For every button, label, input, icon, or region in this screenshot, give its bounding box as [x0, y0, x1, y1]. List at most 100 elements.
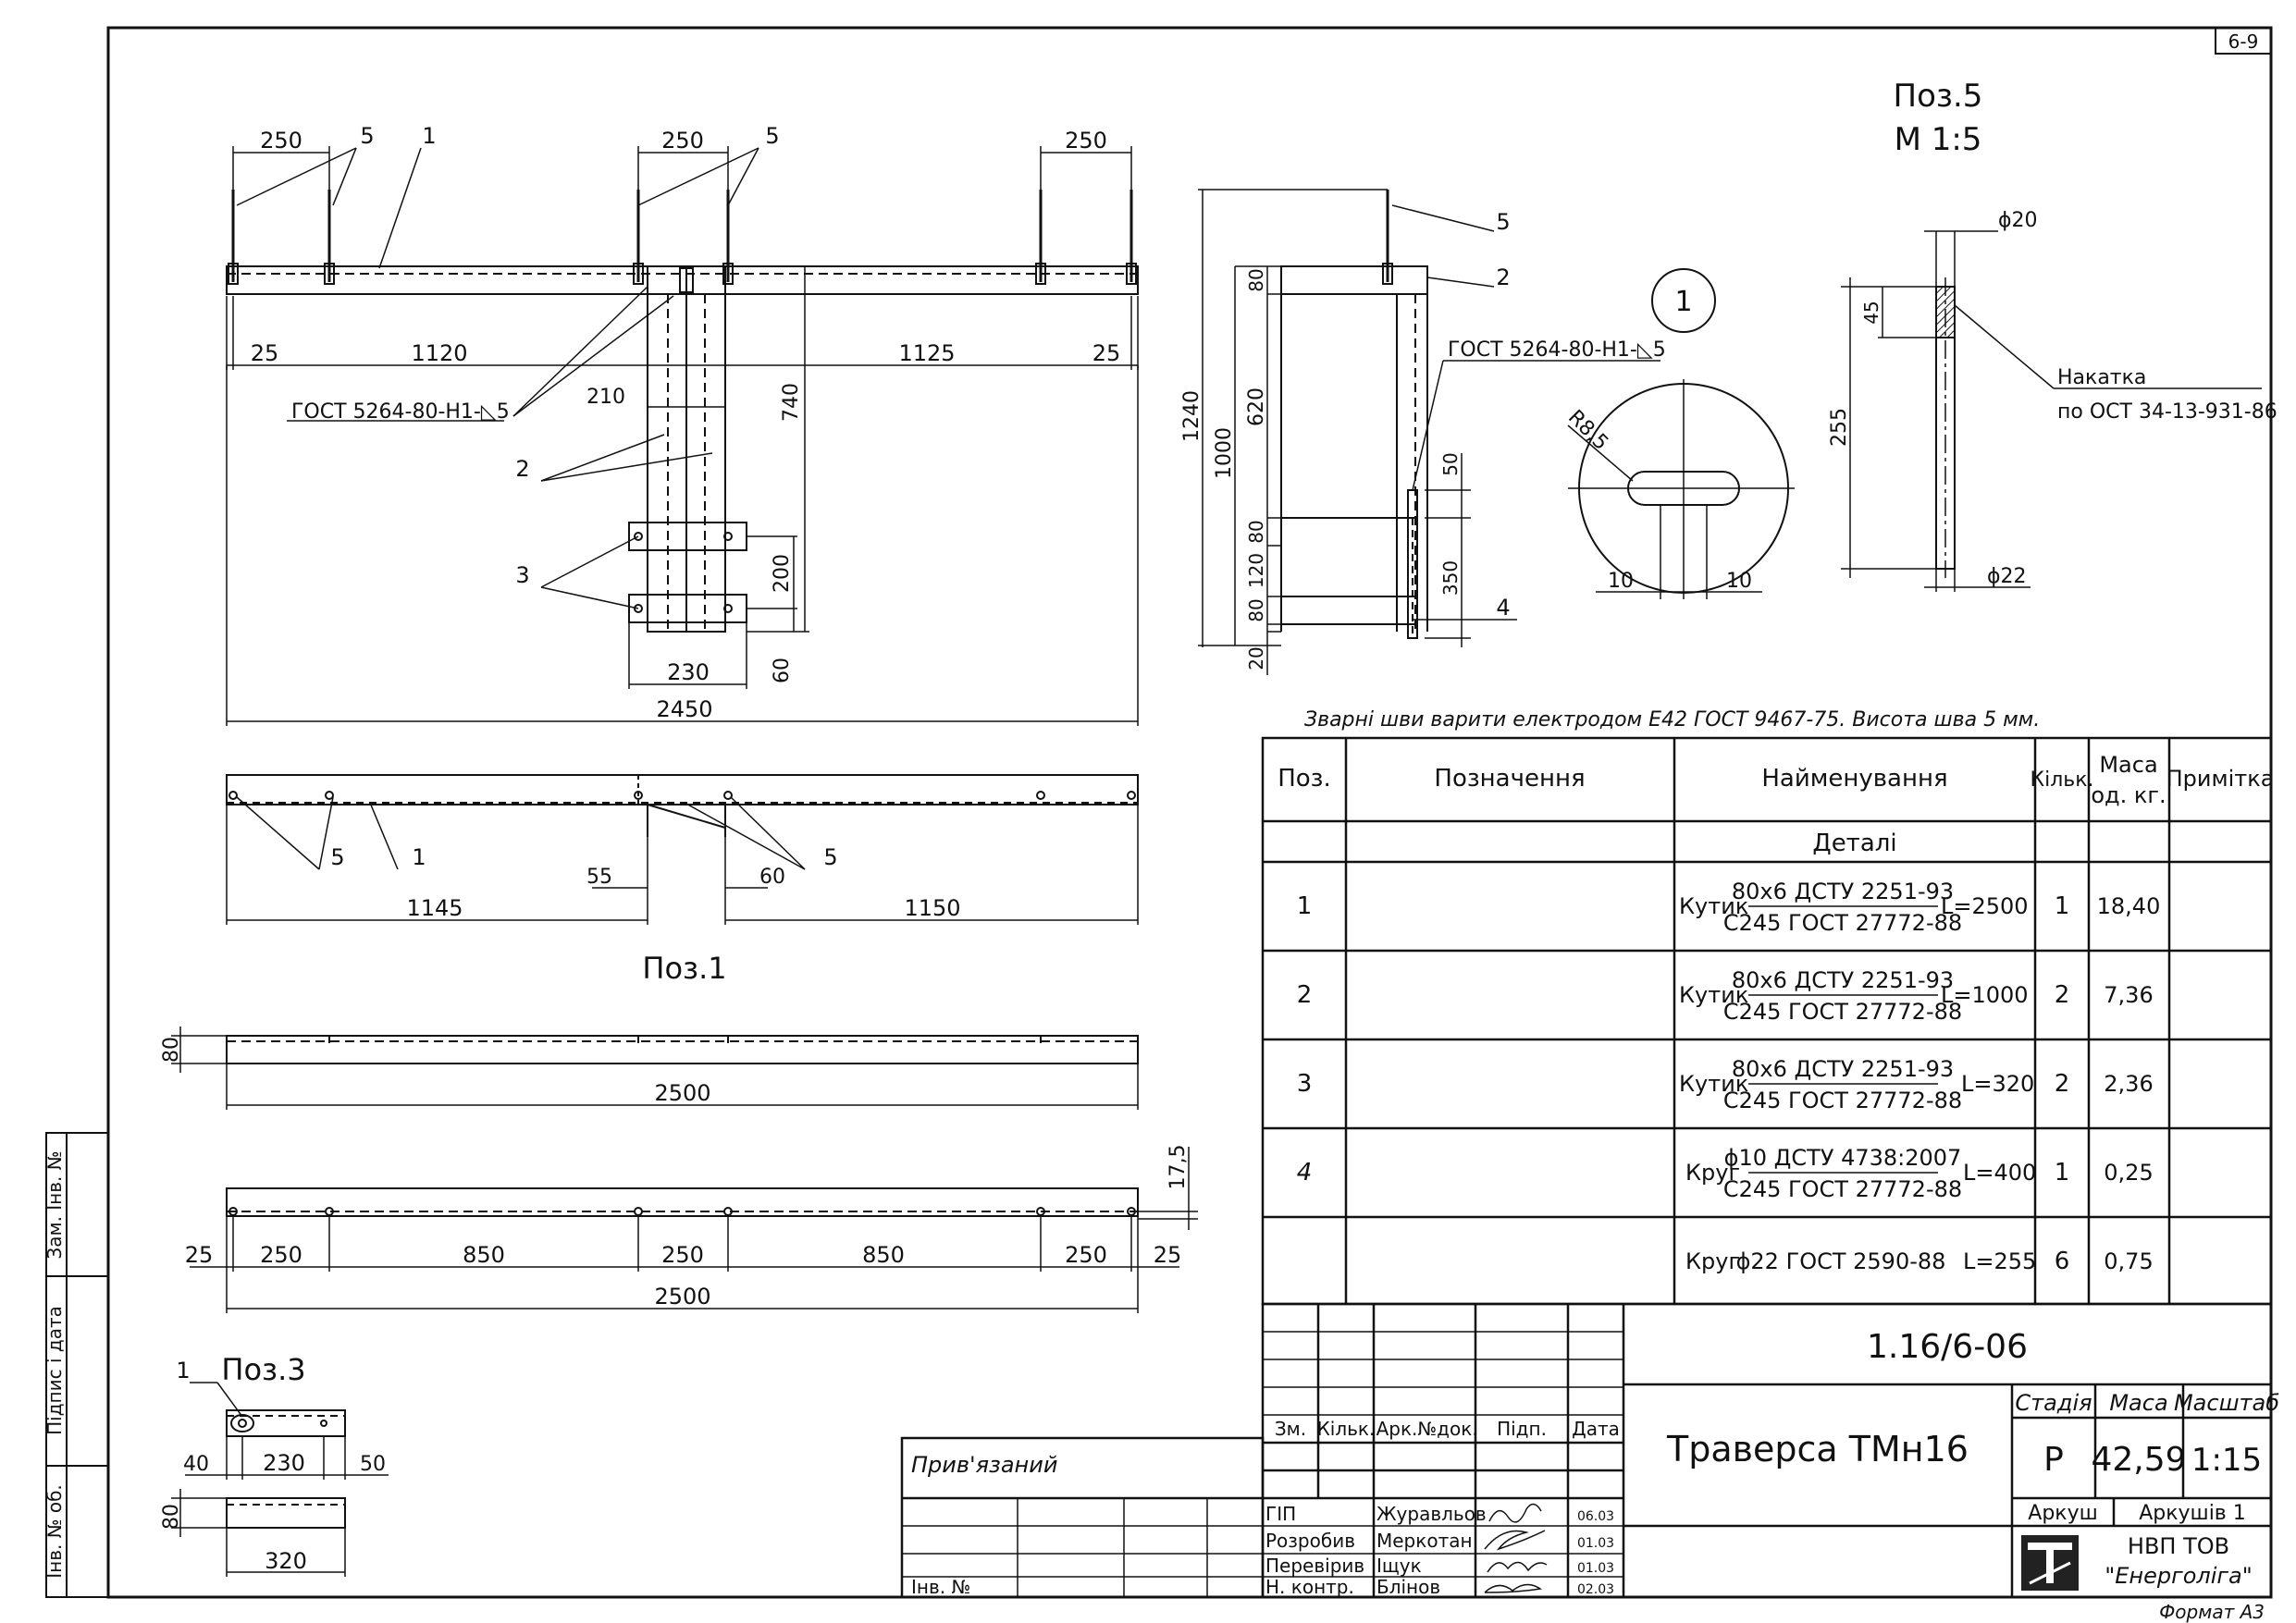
spec-row-mass: 0,25: [2104, 1160, 2153, 1186]
dim-1125: 1125: [898, 340, 955, 366]
pos5-label: Поз.5: [1894, 78, 1983, 115]
spec-row-pos: 1: [1297, 892, 1313, 920]
dim-55: 55: [586, 866, 612, 889]
spec-row-kind: Круг: [1685, 1160, 1740, 1186]
stage-label: Стадія: [2015, 1390, 2092, 1416]
pos1-strip-a: [226, 1035, 1139, 1064]
person-date: 01.03: [1577, 1561, 1614, 1576]
side-weld-note: ГОСТ 5264-80-Н1-◺5: [1448, 338, 1666, 362]
detail1-label: 1: [1674, 286, 1692, 318]
person-row-3: Перевірив Іщук 01.03: [1265, 1555, 1614, 1577]
spec-section-details: Деталі: [1812, 830, 1896, 857]
callout-5-plan-right: 5: [823, 844, 837, 870]
col-data: Дата: [1572, 1418, 1620, 1440]
col-ndok: №док.: [1417, 1418, 1477, 1440]
col-zm: Зм.: [1275, 1418, 1306, 1440]
dim-b250-b: 250: [661, 1242, 704, 1268]
pos3-dim-40: 40: [183, 1453, 209, 1476]
pos1-plan-dimensions: [226, 796, 1139, 925]
person-date: 01.03: [1577, 1536, 1614, 1551]
strip-a-dims: [171, 1027, 1139, 1110]
spec-row-mass: 7,36: [2104, 982, 2153, 1008]
side-callout-4: 4: [1496, 595, 1510, 621]
spec-row-4: 4 Круг ϕ10 ДСТУ 4738:2007 С245 ГОСТ 2777…: [1297, 1145, 2154, 1202]
dim-1240: 1240: [1180, 390, 1204, 442]
dim-2500-strip-b: 2500: [654, 1284, 710, 1309]
spec-header-pos: Поз.: [1278, 765, 1331, 793]
dim-b850-a: 850: [463, 1242, 505, 1268]
spec-header-note: Примітка: [2166, 766, 2275, 792]
pos5-dim-255: 255: [1828, 408, 1851, 447]
spec-row-kind: Кутик: [1679, 982, 1748, 1008]
signature-4: [1484, 1583, 1543, 1593]
side-view-dims: [1198, 189, 1660, 675]
stage-value: Р: [2043, 1441, 2064, 1479]
dim-1120: 1120: [411, 340, 467, 366]
pos1-label: Поз.1: [642, 951, 726, 986]
signature-1: [1488, 1503, 1542, 1523]
dim-80-strip: 80: [160, 1037, 183, 1063]
spec-row-qty: 1: [2055, 1159, 2070, 1187]
spec-row-pos: 2: [1297, 981, 1313, 1009]
mass-value: 42,59: [2091, 1441, 2186, 1479]
pos5-dims: [1841, 230, 2262, 592]
dim-b250-c: 250: [1065, 1242, 1107, 1268]
dim-1145: 1145: [406, 895, 463, 921]
person-role: Розробив: [1265, 1530, 1355, 1552]
person-date: 06.03: [1577, 1509, 1614, 1524]
strip-b-dims: [190, 1147, 1198, 1313]
spec-row-mass: 0,75: [2104, 1248, 2153, 1274]
signature-3: [1487, 1561, 1548, 1573]
detail1-view: [1567, 268, 1795, 599]
person-role: Н. контр.: [1265, 1576, 1354, 1598]
spec-row-bot: С245 ГОСТ 27772-88: [1723, 1176, 1962, 1202]
pos3-dim-50: 50: [360, 1453, 386, 1476]
pos5-scale: М 1:5: [1895, 121, 1982, 158]
weld-note-front: ГОСТ 5264-80-Н1-◺5: [291, 400, 510, 424]
person-name: Меркотан: [1376, 1530, 1473, 1552]
signature-2: [1484, 1530, 1546, 1551]
dim-25-left: 25: [251, 340, 279, 366]
spec-row-top: 80х6 ДСТУ 2251-93: [1732, 879, 1954, 904]
callout-5-left: 5: [360, 123, 374, 149]
spec-row-qty: 2: [2055, 981, 2070, 1009]
spec-row-qty: 2: [2055, 1070, 2070, 1098]
person-date: 02.03: [1577, 1582, 1614, 1597]
callout-1-top: 1: [422, 123, 436, 149]
side-label-sign-date: Підпис і дата: [43, 1306, 66, 1435]
callout-5-plan-left: 5: [330, 844, 344, 870]
side-callout-5: 5: [1496, 209, 1510, 235]
pos1-plan-view: [226, 774, 1139, 837]
spec-row-bot: С245 ГОСТ 27772-88: [1723, 999, 1962, 1025]
company-line-2: "Енерголіга": [2105, 1563, 2253, 1589]
dim-80-side-a: 80: [1245, 268, 1267, 291]
side-view: [1280, 190, 1428, 639]
spec-row-top: ϕ10 ДСТУ 4738:2007: [1724, 1145, 1962, 1171]
title-block-grid: [900, 1302, 2273, 1599]
col-ark: Арк.: [1376, 1418, 1418, 1440]
spec-row-top: ϕ22 ГОСТ 2590-88: [1736, 1248, 1946, 1274]
weld-instruction: Зварні шви варити електродом Е42 ГОСТ 94…: [1304, 708, 2040, 732]
dim-230: 230: [667, 659, 710, 685]
dim-210: 210: [586, 386, 625, 409]
callout-5-mid: 5: [765, 123, 779, 149]
callout-1-plan: 1: [412, 844, 426, 870]
spec-row-kind: Кутик: [1679, 893, 1748, 919]
spec-row-len: L=2500: [1941, 893, 2029, 919]
spec-header-mass-1: Маса: [2099, 752, 2157, 778]
spec-header-qty: Кільк.: [2030, 768, 2093, 792]
spec-row-mass: 2,36: [2104, 1071, 2153, 1097]
inv-no-label: Інв. №: [911, 1576, 970, 1598]
dim-b25-right: 25: [1154, 1242, 1182, 1268]
dim-60: 60: [771, 658, 794, 683]
detail1-dim-10a: 10: [1608, 570, 1634, 593]
side-label-inv-orig: Інв. № об.: [43, 1484, 66, 1579]
callout-3-front: 3: [515, 562, 529, 588]
pos5-dim-d20: ϕ20: [1998, 209, 2038, 232]
spec-row-kind: Кутик: [1679, 1071, 1748, 1097]
spec-row-pos: 4: [1297, 1159, 1313, 1187]
dim-120: 120: [1245, 553, 1267, 588]
pos1-strip-b: [226, 1187, 1139, 1217]
side-label-inv-sub: Зам. Інв. №: [43, 1150, 66, 1259]
